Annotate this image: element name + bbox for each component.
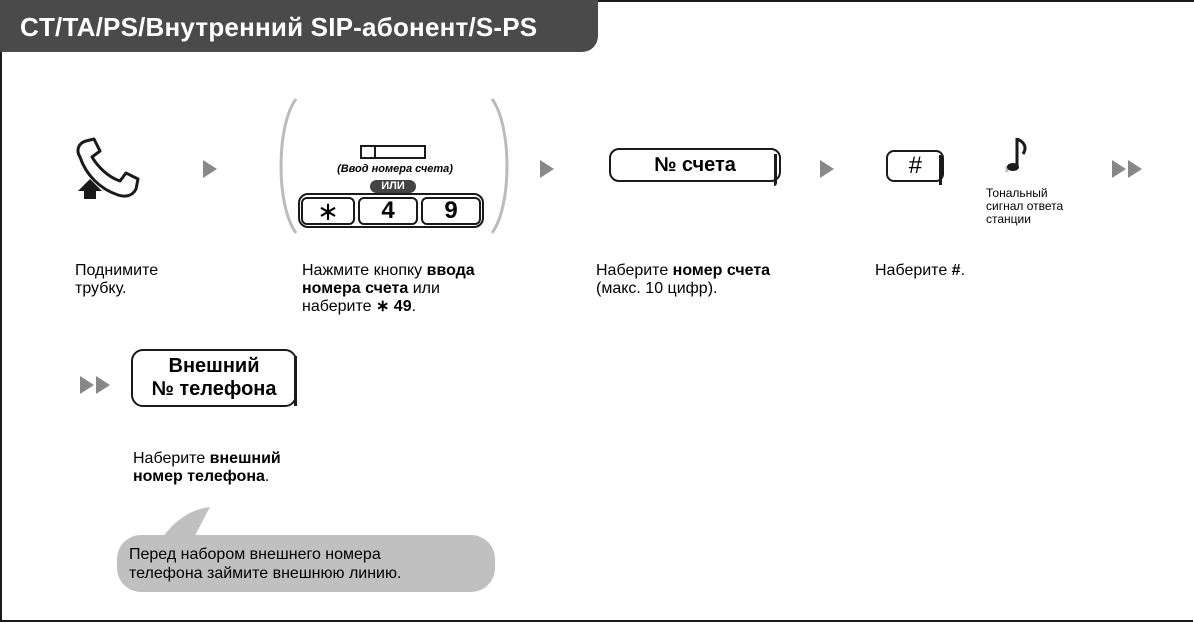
step5-bold: внешний — [209, 450, 281, 467]
key-4-label: 4 — [381, 197, 395, 224]
note-line2: телефона займите внешнюю линию. — [129, 565, 402, 582]
step5-text: . — [264, 468, 270, 485]
step2-bold: ввода — [426, 262, 475, 279]
left-parenthesis — [279, 98, 298, 234]
step1-line2: трубку. — [75, 280, 127, 297]
flow-arrow — [203, 160, 217, 178]
key-shadow — [774, 154, 777, 186]
step3-description: Наберите номер счета (макс. 10 цифр). — [596, 262, 770, 298]
key-9[interactable]: 9 — [421, 197, 481, 225]
step4-description: Наберите #. — [875, 262, 965, 280]
step3-bold: номер счета — [672, 262, 771, 279]
step5-description: Наберите внешний номер телефона. — [133, 450, 281, 486]
hash-key-label: # — [908, 152, 922, 179]
step4-bold: # — [951, 262, 961, 279]
account-code-caption: (Ввод номера счета) — [337, 163, 453, 175]
note-bubble: Перед набором внешнего номера телефона з… — [117, 535, 495, 592]
key-4[interactable]: 4 — [358, 197, 418, 225]
step5-text: Наберите — [133, 450, 210, 467]
account-number-key[interactable]: № счета — [609, 148, 781, 182]
step2-line3: наберите ∗ 49. — [302, 298, 475, 316]
step4-text: . — [960, 262, 966, 279]
key-shadow — [294, 356, 297, 406]
tone-line1: Тональный — [986, 186, 1048, 200]
step2-description: Нажмите кнопку ввода номера счета или на… — [302, 262, 475, 316]
or-badge: ИЛИ — [370, 180, 416, 193]
header-tab: CT/TA/PS/Внутренний SIP-абонент/S-PS — [0, 0, 598, 52]
step2-line2: номера счета или — [302, 280, 475, 298]
step1-description: Поднимите трубку. — [75, 262, 158, 298]
continue-arrow — [96, 376, 110, 394]
continue-arrow — [80, 376, 94, 394]
tone-line3: станции — [986, 212, 1031, 226]
handset-off-hook-icon — [76, 137, 140, 199]
account-number-key-label: № счета — [654, 154, 736, 176]
step2-bold: номера счета — [302, 280, 409, 297]
key-9-label: 9 — [444, 197, 458, 224]
step2-text: наберите — [302, 298, 376, 315]
hash-key[interactable]: # — [886, 150, 944, 182]
step2-text: . — [411, 298, 417, 315]
step1-line1: Поднимите — [75, 262, 159, 279]
tone-label: Тональный сигнал ответа станции — [986, 187, 1063, 226]
step3-text: Наберите — [596, 262, 673, 279]
star-key-label: ∗ — [317, 196, 339, 226]
step3-line2: (макс. 10 цифр). — [596, 280, 718, 297]
step2-text: или — [408, 280, 440, 297]
step2-line1: Нажмите кнопку ввода — [302, 262, 475, 280]
step2-text: Нажмите кнопку — [302, 262, 427, 279]
flow-arrow — [820, 160, 834, 178]
step3-line1: Наберите номер счета — [596, 262, 770, 280]
step2-bold: ∗ 49 — [375, 298, 412, 315]
flow-arrow — [540, 160, 554, 178]
star-key[interactable]: ∗ — [301, 197, 355, 225]
note-line1: Перед набором внешнего номера — [129, 546, 381, 563]
step5-bold: номер телефона — [133, 468, 265, 485]
external-key-line2: № телефона — [151, 378, 277, 400]
external-number-key[interactable]: Внешний № телефона — [131, 349, 297, 407]
step5-line1: Наберите внешний — [133, 450, 281, 468]
external-key-line1: Внешний — [168, 355, 260, 377]
step4-text: Наберите — [875, 262, 952, 279]
header-title: CT/TA/PS/Внутренний SIP-абонент/S-PS — [20, 12, 538, 42]
tone-line2: сигнал ответа — [986, 199, 1064, 213]
continue-arrow — [1128, 160, 1142, 178]
continue-arrow — [1112, 160, 1126, 178]
step5-line2: номер телефона. — [133, 468, 281, 486]
music-note-tone-icon — [1005, 137, 1027, 172]
key-shadow — [939, 155, 942, 185]
right-parenthesis — [490, 98, 509, 234]
account-code-button[interactable] — [360, 145, 426, 159]
